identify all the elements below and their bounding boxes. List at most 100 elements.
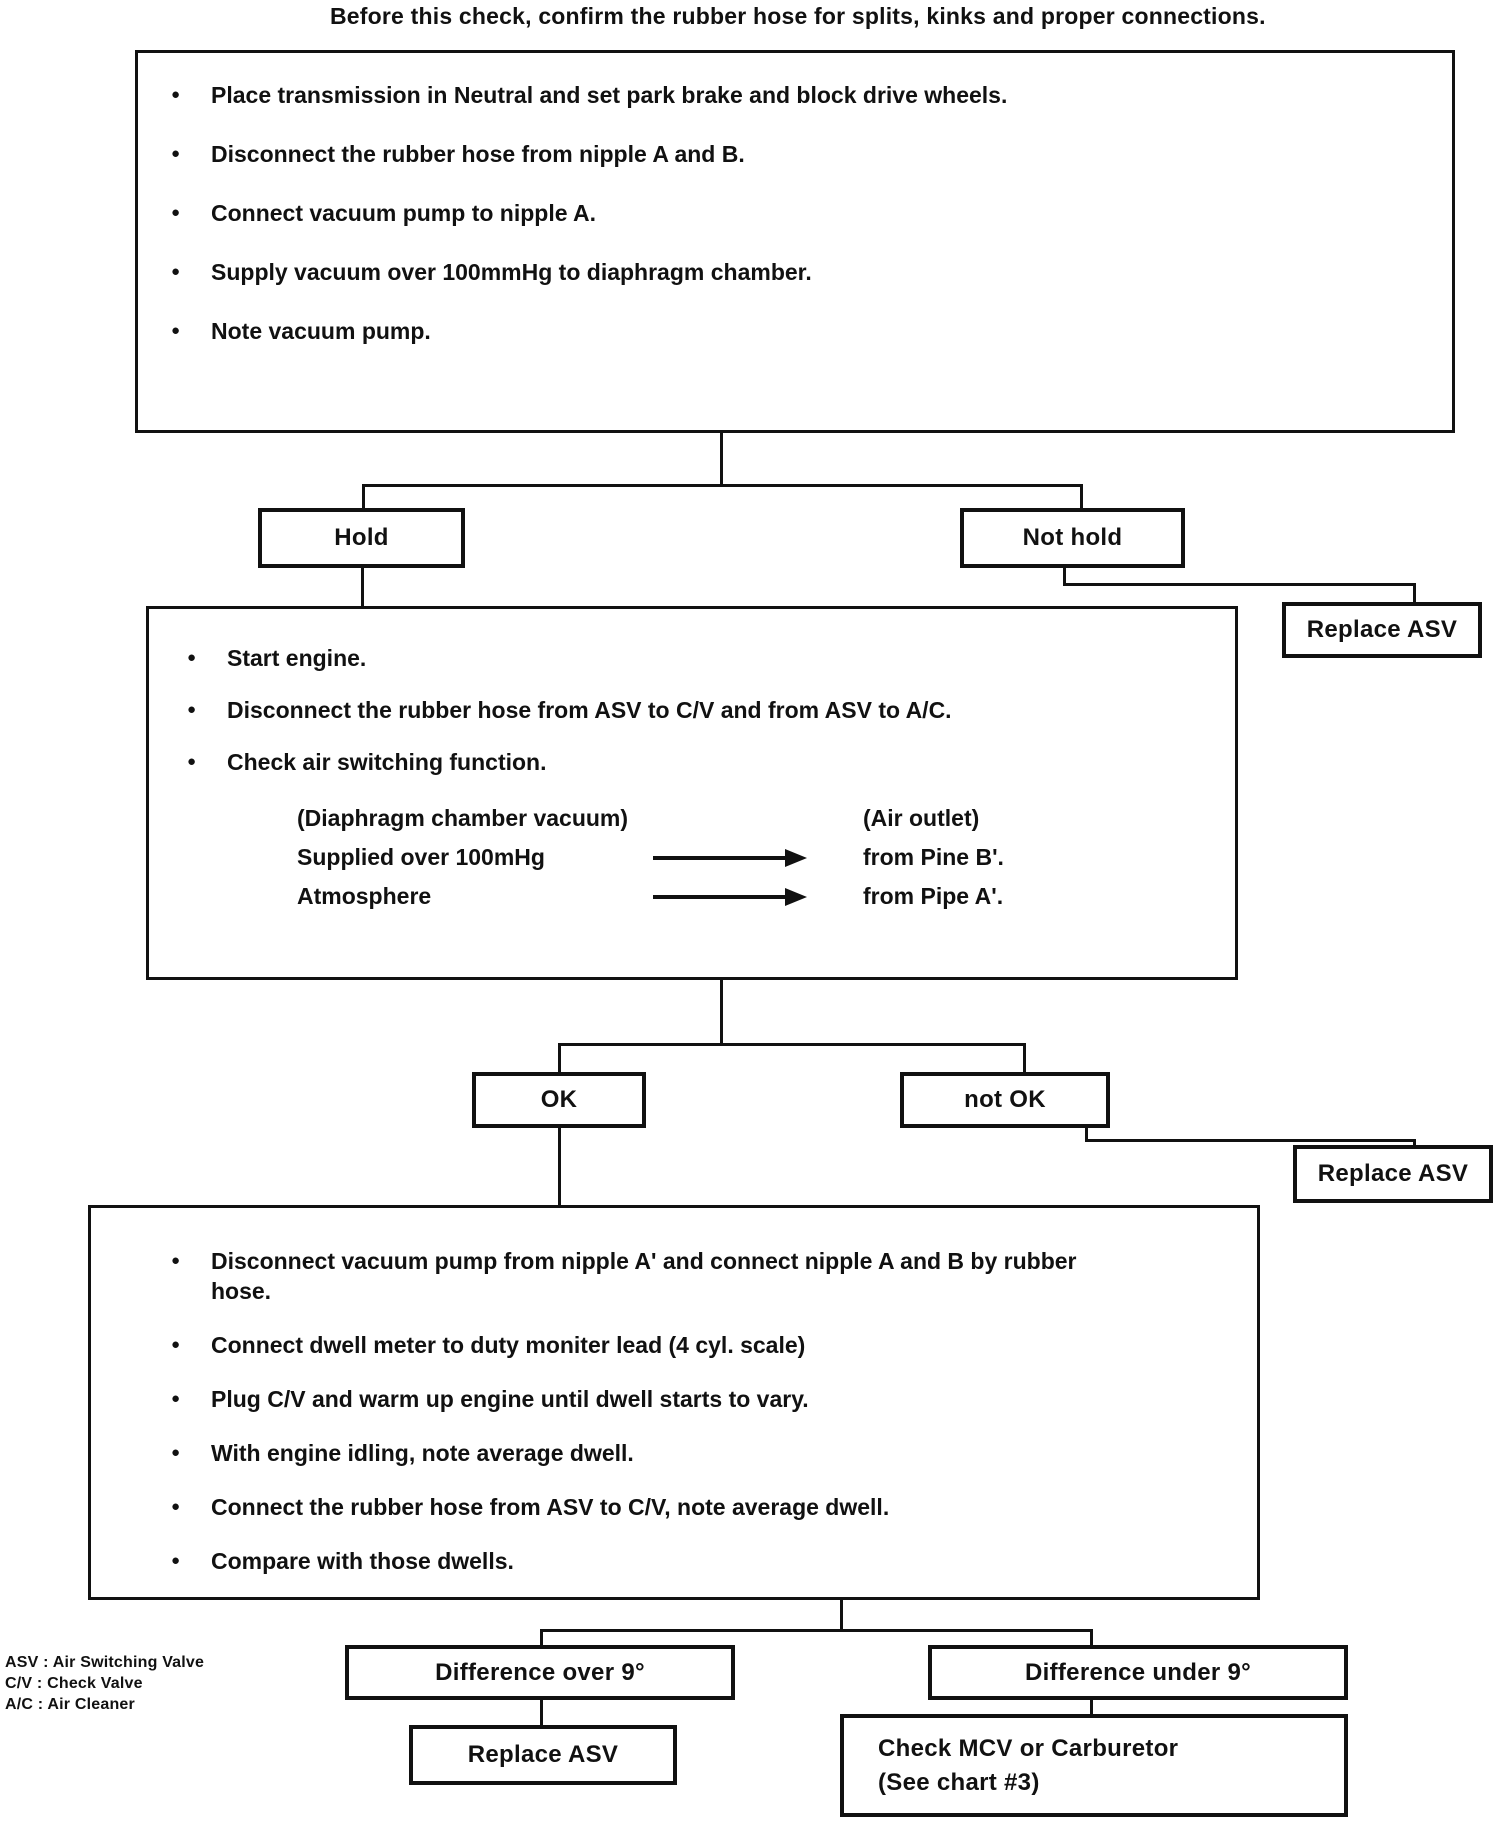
- connector-line: [558, 1043, 561, 1072]
- bullet-icon: ●: [171, 204, 181, 221]
- checklist-text: Plug C/V and warm up engine until dwell …: [211, 1386, 809, 1412]
- checklist-text: Supply vacuum over 100mmHg to diaphragm …: [211, 259, 812, 285]
- outcome-label: Replace ASV: [1306, 616, 1458, 643]
- connector-line: [1023, 1043, 1026, 1072]
- checklist-item: ● Disconnect vacuum pump from nipple A' a…: [171, 1246, 1237, 1306]
- checklist-text: Disconnect vacuum pump from nipple A' an…: [211, 1248, 1077, 1304]
- decision-label: Not hold: [1022, 524, 1123, 551]
- checklist-item: ● With engine idling, note average dwell.: [171, 1438, 1237, 1468]
- condition-cell: Supplied over 100mHg: [297, 844, 545, 870]
- decision-label: Hold: [334, 524, 389, 551]
- checklist-text: Place transmission in Neutral and set pa…: [211, 82, 1008, 108]
- connector-line: [1090, 1700, 1093, 1714]
- checklist-item: ● Connect vacuum pump to nipple A.: [171, 198, 1432, 228]
- connector-line: [720, 433, 723, 487]
- decision-not-hold: Not hold: [960, 508, 1185, 568]
- result-cell: from Pine B'.: [863, 844, 1004, 870]
- step-box-vacuum-test: ● Place transmission in Neutral and set p…: [135, 50, 1455, 433]
- connector-line: [1413, 583, 1416, 602]
- connector-line: [1063, 583, 1416, 586]
- connector-line: [361, 568, 364, 608]
- checklist-item: ● Check air switching function.: [187, 747, 1215, 777]
- legend-item: C/V : Check Valve: [5, 1675, 143, 1692]
- decision-label: OK: [540, 1086, 578, 1113]
- checklist-text: Note vacuum pump.: [211, 318, 431, 344]
- connector-line: [1085, 1139, 1416, 1142]
- bullet-icon: ●: [171, 1252, 181, 1269]
- checklist-text: Disconnect the rubber hose from nipple A…: [211, 141, 745, 167]
- outcome-label: Replace ASV: [1317, 1160, 1469, 1187]
- table-header-row: (Diaphragm chamber vacuum) (Air outlet): [297, 799, 1235, 838]
- checklist-text: Check air switching function.: [227, 749, 547, 775]
- connector-line: [540, 1629, 1093, 1632]
- decision-difference-over-9: Difference over 9°: [345, 1645, 735, 1700]
- bullet-icon: ●: [171, 263, 181, 280]
- outcome-label-line1: Check MCV or Carburetor: [878, 1734, 1179, 1762]
- checklist-item: ● Start engine.: [187, 643, 1215, 673]
- decision-label: not OK: [964, 1086, 1046, 1113]
- bullet-icon: ●: [171, 322, 181, 339]
- outcome-label-line2: (See chart #3): [878, 1768, 1040, 1796]
- decision-not-ok: not OK: [900, 1072, 1110, 1128]
- arrow-right-icon: [653, 887, 823, 906]
- connector-line: [1080, 484, 1083, 508]
- bullet-icon: ●: [171, 145, 181, 162]
- connector-line: [720, 980, 723, 1046]
- checklist-text: Disconnect the rubber hose from ASV to C…: [227, 697, 952, 723]
- connector-line: [540, 1629, 543, 1645]
- step-box-dwell-check: ● Disconnect vacuum pump from nipple A' a…: [88, 1205, 1260, 1600]
- bullet-icon: ●: [171, 1336, 181, 1353]
- outcome-replace-asv-2: Replace ASV: [1293, 1145, 1493, 1203]
- connector-line: [362, 484, 365, 508]
- outcome-replace-asv-3: Replace ASV: [409, 1725, 677, 1785]
- checklist-text: Connect dwell meter to duty moniter lead…: [211, 1332, 806, 1358]
- bullet-icon: ●: [171, 1498, 181, 1515]
- air-switching-table: (Diaphragm chamber vacuum) (Air outlet) …: [297, 799, 1235, 916]
- connector-line: [558, 1128, 561, 1206]
- column-header: (Diaphragm chamber vacuum): [297, 805, 629, 831]
- bullet-icon: ●: [187, 649, 197, 666]
- outcome-check-mcv: Check MCV or Carburetor (See chart #3): [840, 1714, 1348, 1817]
- bullet-icon: ●: [171, 1552, 181, 1569]
- bullet-icon: ●: [187, 701, 197, 718]
- outcome-replace-asv-1: Replace ASV: [1282, 602, 1482, 658]
- step-box-air-switching: ● Start engine. ● Disconnect the rubber ho…: [146, 606, 1238, 980]
- checklist-item: ● Connect dwell meter to duty moniter lea…: [171, 1330, 1237, 1360]
- decision-difference-under-9: Difference under 9°: [928, 1645, 1348, 1700]
- checklist-text: Connect vacuum pump to nipple A.: [211, 200, 597, 226]
- column-header: (Air outlet): [863, 805, 980, 831]
- checklist-item: ● Note vacuum pump.: [171, 316, 1432, 346]
- bullet-icon: ●: [171, 1390, 181, 1407]
- outcome-label: Replace ASV: [467, 1741, 619, 1768]
- decision-label: Difference under 9°: [1024, 1658, 1252, 1686]
- legend-item: ASV : Air Switching Valve: [5, 1654, 205, 1671]
- table-row: Supplied over 100mHg from Pine B'.: [297, 838, 1235, 877]
- table-row: Atmosphere from Pipe A'.: [297, 877, 1235, 916]
- checklist-item: ● Disconnect the rubber hose from nipple …: [171, 139, 1432, 169]
- connector-line: [1413, 1139, 1416, 1147]
- connector-line: [1085, 1128, 1088, 1142]
- intro-note: Before this check, confirm the rubber ho…: [330, 3, 1266, 29]
- checklist-item: ● Connect the rubber hose from ASV to C/V…: [171, 1492, 1237, 1522]
- decision-hold: Hold: [258, 508, 465, 568]
- bullet-icon: ●: [187, 753, 197, 770]
- abbreviation-legend: ASV : Air Switching Valve C/V : Check Va…: [5, 1652, 204, 1715]
- checklist-text: Connect the rubber hose from ASV to C/V,…: [211, 1494, 890, 1520]
- checklist-item: ● Compare with those dwells.: [171, 1546, 1237, 1576]
- connector-line: [362, 484, 1083, 487]
- decision-label: Difference over 9°: [435, 1658, 645, 1686]
- checklist-text: With engine idling, note average dwell.: [211, 1440, 634, 1466]
- bullet-icon: ●: [171, 1444, 181, 1461]
- checklist-item: ● Disconnect the rubber hose from ASV to …: [187, 695, 1215, 725]
- connector-line: [558, 1043, 1026, 1046]
- checklist-item: ● Supply vacuum over 100mmHg to diaphragm…: [171, 257, 1432, 287]
- checklist-text: Compare with those dwells.: [211, 1548, 514, 1574]
- checklist-item: ● Plug C/V and warm up engine until dwell…: [171, 1384, 1237, 1414]
- arrow-right-icon: [653, 848, 823, 867]
- condition-cell: Atmosphere: [297, 883, 432, 909]
- connector-line: [840, 1600, 843, 1632]
- decision-ok: OK: [472, 1072, 646, 1128]
- connector-line: [1090, 1629, 1093, 1645]
- checklist-text: Start engine.: [227, 645, 367, 671]
